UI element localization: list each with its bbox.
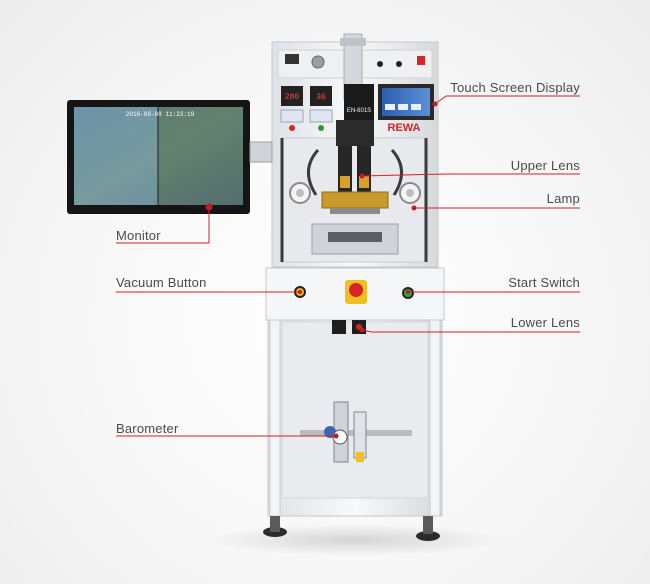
label-touch-screen-display: Touch Screen Display	[450, 80, 580, 95]
temp-display-1: 280	[285, 93, 300, 102]
upper-lens-assembly	[307, 120, 403, 196]
callout-line-monitor	[116, 207, 210, 244]
callout-dot-upper-lens	[359, 173, 365, 179]
callout-dot-vacuum-button	[298, 290, 302, 294]
label-vacuum-button: Vacuum Button	[116, 275, 207, 290]
callout-dot-start-switch	[406, 290, 410, 294]
emergency-stop-button[interactable]	[345, 280, 367, 304]
label-lamp: Lamp	[546, 191, 580, 206]
monitor: 2016-09-08 11:23:19	[67, 100, 273, 214]
label-lower-lens: Lower Lens	[510, 315, 580, 330]
temp-display-2: 36	[316, 93, 326, 102]
heating-head	[321, 191, 389, 214]
callout-dot-monitor	[205, 203, 213, 211]
lamp-right	[399, 182, 421, 204]
model-label: EN-601S	[347, 108, 371, 114]
lamp-left	[289, 182, 311, 204]
label-upper-lens: Upper Lens	[510, 158, 580, 173]
callout-line-lower-lens	[361, 329, 580, 333]
label-start-switch: Start Switch	[508, 275, 580, 290]
callout-dot-lamp	[411, 205, 417, 211]
callout-dot-touch-screen	[432, 101, 438, 107]
callout-line-touch-screen	[434, 95, 580, 105]
callout-dots	[205, 101, 438, 439]
touch-screen-display[interactable]	[378, 84, 434, 120]
work-table	[311, 223, 399, 255]
monitor-timestamp: 2016-09-08 11:23:19	[126, 111, 195, 118]
callout-dot-lower-lens	[359, 327, 365, 333]
label-barometer: Barometer	[116, 421, 179, 436]
label-monitor: Monitor	[116, 228, 161, 243]
callout-lines	[116, 95, 580, 437]
brand-logo: REWA	[388, 122, 421, 134]
callout-line-upper-lens	[361, 173, 580, 177]
callout-dot-barometer	[333, 433, 339, 439]
lower-cabinet	[263, 319, 443, 541]
